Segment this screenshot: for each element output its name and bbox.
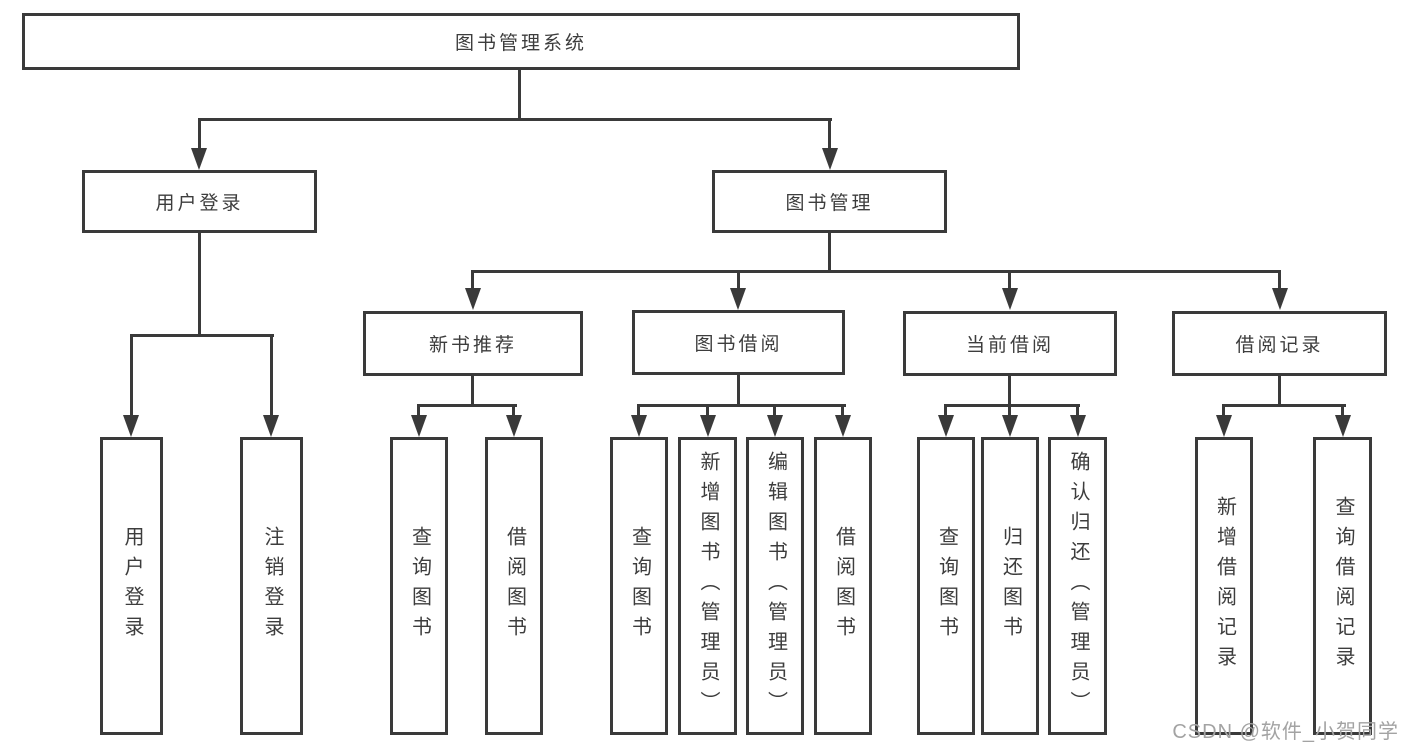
connector-drop-v-logout xyxy=(270,334,273,416)
connector-drop-new-book-rec xyxy=(471,270,474,291)
connector-drop-query-record xyxy=(1341,404,1344,417)
node-current-borrow-label: 当前借阅 xyxy=(965,335,1054,356)
connector-drop-query-book-3 xyxy=(944,404,947,417)
node-book-borrow: 图书借阅 xyxy=(632,310,845,375)
arrow-down-book-borrow xyxy=(730,288,746,310)
connector-drop-add-book xyxy=(706,404,709,417)
connector-drop-book-borrow xyxy=(737,270,740,291)
node-borrow-records: 借阅记录 xyxy=(1172,311,1387,376)
node-book-borrow-label: 图书借阅 xyxy=(694,334,783,355)
node-book-mgmt: 图书管理 xyxy=(712,170,947,233)
arrow-down-edit-book xyxy=(767,415,783,437)
connector-borrow-records-stem xyxy=(1278,376,1281,406)
arrow-down-v-logout xyxy=(263,415,279,437)
leaf-logout-label: 注销登录 xyxy=(261,526,283,646)
arrow-down-query-book-1 xyxy=(411,415,427,437)
leaf-borrow-book-1-label: 借阅图书 xyxy=(503,526,526,646)
arrow-down-return-book xyxy=(1002,415,1018,437)
node-user-login-label: 用户登录 xyxy=(155,193,244,214)
arrow-down-add-book xyxy=(700,415,716,437)
arrow-down-v-user-login xyxy=(123,415,139,437)
connector-book-mgmt-stem xyxy=(828,233,831,273)
arrow-down-borrow-book-2 xyxy=(835,415,851,437)
leaf-edit-book: 编辑图书（管理员） xyxy=(746,437,804,735)
leaf-add-book: 新增图书（管理员） xyxy=(678,437,737,735)
connector-current-borrow-split xyxy=(944,404,1080,407)
leaf-borrow-book-2-label: 借阅图书 xyxy=(832,526,855,646)
leaf-add-book-label: 新增图书（管理员） xyxy=(697,451,719,721)
watermark: CSDN @软件_小贺同学 xyxy=(1172,721,1399,743)
leaf-confirm-return: 确认归还（管理员） xyxy=(1048,437,1107,735)
arrow-down-query-record xyxy=(1335,415,1351,437)
leaf-user-login-label: 用户登录 xyxy=(121,526,143,646)
arrow-down-current-borrow xyxy=(1002,288,1018,310)
leaf-return-book: 归还图书 xyxy=(981,437,1039,735)
leaf-confirm-return-label: 确认归还（管理员） xyxy=(1067,451,1089,721)
arrow-down-user-login xyxy=(191,148,207,170)
connector-borrow-records-split xyxy=(1222,404,1346,407)
connector-drop-return-book xyxy=(1008,404,1011,417)
connector-current-borrow-stem xyxy=(1008,376,1011,406)
arrow-down-borrow-records xyxy=(1272,288,1288,310)
connector-new-book-rec-stem xyxy=(471,376,474,407)
leaf-query-book-3-label: 查询图书 xyxy=(935,526,958,646)
connector-book-borrow-split xyxy=(637,404,846,407)
node-root-label: 图书管理系统 xyxy=(454,33,587,54)
leaf-logout: 注销登录 xyxy=(240,437,303,735)
leaf-query-record: 查询借阅记录 xyxy=(1313,437,1372,735)
leaf-add-record: 新增借阅记录 xyxy=(1195,437,1253,735)
arrow-down-borrow-book-1 xyxy=(506,415,522,437)
connector-drop-v-user-login xyxy=(130,334,133,416)
connector-root-stem xyxy=(518,70,521,120)
arrow-down-add-record xyxy=(1216,415,1232,437)
arrow-down-new-book-rec xyxy=(465,288,481,310)
node-root: 图书管理系统 xyxy=(22,13,1020,70)
connector-book-mgmt-split xyxy=(471,270,1281,273)
arrow-down-query-book-2 xyxy=(631,415,647,437)
connector-drop-borrow-records xyxy=(1278,270,1281,291)
connector-book-borrow-stem xyxy=(737,375,740,406)
connector-drop-add-record xyxy=(1222,404,1225,417)
connector-user-login-stem xyxy=(198,233,201,337)
leaf-borrow-book-1: 借阅图书 xyxy=(485,437,543,735)
connector-drop-user-login xyxy=(198,118,201,150)
node-current-borrow: 当前借阅 xyxy=(903,311,1117,376)
leaf-user-login: 用户登录 xyxy=(100,437,163,735)
arrow-down-book-mgmt xyxy=(822,148,838,170)
leaf-borrow-book-2: 借阅图书 xyxy=(814,437,872,735)
leaf-query-book-2: 查询图书 xyxy=(610,437,668,735)
connector-drop-book-mgmt xyxy=(828,118,831,150)
arrow-down-query-book-3 xyxy=(938,415,954,437)
connector-drop-current-borrow xyxy=(1008,270,1011,291)
connector-drop-query-book-2 xyxy=(637,404,640,417)
connector-drop-query-book-1 xyxy=(417,404,420,417)
leaf-query-book-3: 查询图书 xyxy=(917,437,975,735)
leaf-query-book-2-label: 查询图书 xyxy=(628,526,651,646)
leaf-edit-book-label: 编辑图书（管理员） xyxy=(764,451,787,721)
connector-drop-confirm-return xyxy=(1076,404,1079,417)
connector-drop-borrow-book-1 xyxy=(512,404,515,417)
node-new-book-rec-label: 新书推荐 xyxy=(428,335,517,356)
connector-new-book-rec-split xyxy=(417,404,517,407)
connector-user-login-split xyxy=(130,334,274,337)
connector-drop-borrow-book-2 xyxy=(841,404,844,417)
node-new-book-rec: 新书推荐 xyxy=(363,311,583,376)
connector-drop-edit-book xyxy=(773,404,776,417)
node-user-login: 用户登录 xyxy=(82,170,317,233)
leaf-return-book-label: 归还图书 xyxy=(999,526,1022,646)
leaf-query-book-1: 查询图书 xyxy=(390,437,448,735)
leaf-query-book-1-label: 查询图书 xyxy=(408,526,431,646)
node-book-mgmt-label: 图书管理 xyxy=(785,193,874,214)
node-borrow-records-label: 借阅记录 xyxy=(1235,335,1324,356)
leaf-query-record-label: 查询借阅记录 xyxy=(1332,496,1354,676)
connector-root-split xyxy=(198,118,832,121)
leaf-add-record-label: 新增借阅记录 xyxy=(1213,496,1236,676)
arrow-down-confirm-return xyxy=(1070,415,1086,437)
